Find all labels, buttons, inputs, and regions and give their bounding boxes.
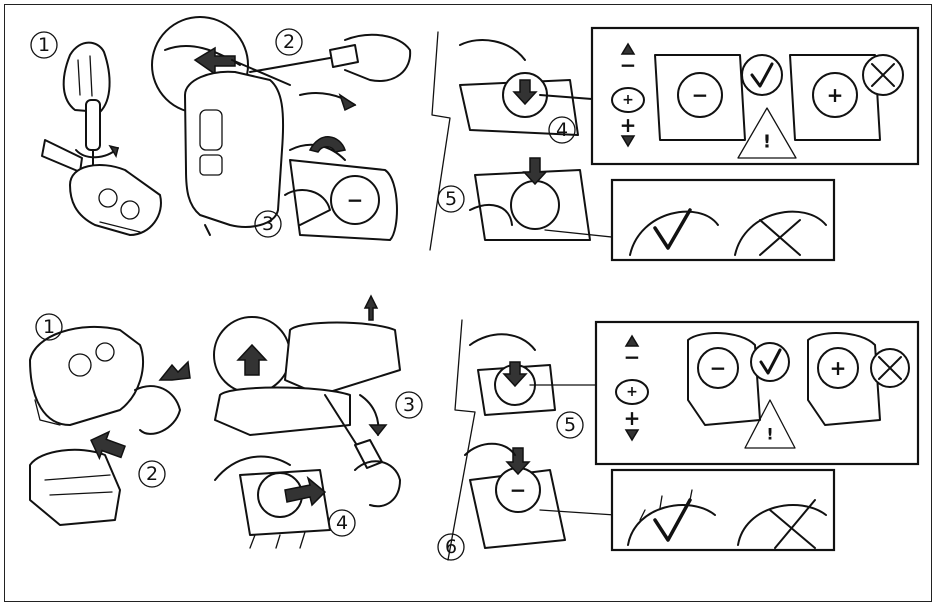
step-badge: 2: [139, 461, 165, 487]
step-number: 4: [336, 512, 348, 534]
bottom-seating-panel: [612, 470, 834, 550]
bottom-step-1-illustration: [30, 327, 190, 434]
section-divider: [448, 320, 475, 560]
arrow-icon: [310, 137, 345, 152]
battery-plus-sign: +: [624, 406, 641, 430]
battery-minus-sign: −: [510, 478, 527, 502]
coin-battery-icon: [511, 181, 559, 229]
step-badge: 1: [36, 314, 62, 340]
top-step-4-illustration: [460, 40, 605, 135]
battery-plus-sign: +: [626, 384, 638, 400]
bottom-step-4-illustration: [215, 457, 330, 548]
step-badge: 6: [438, 534, 464, 560]
step-badge: 1: [31, 32, 57, 58]
key-fob-icon: [42, 140, 161, 235]
step-number: 1: [43, 316, 55, 338]
top-seating-panel: [612, 180, 834, 260]
step-badge: 3: [396, 392, 422, 418]
bottom-step-6-illustration: −: [465, 444, 615, 548]
battery-plus-sign: +: [827, 83, 844, 107]
step-number: 4: [556, 119, 568, 141]
step-number: 1: [38, 34, 50, 56]
step-badge: 5: [557, 412, 583, 438]
step-badge: 2: [276, 29, 302, 55]
bottom-step-2-illustration: [30, 427, 128, 525]
check-mark-icon: [742, 55, 782, 95]
arrow-icon: [160, 362, 190, 380]
step-number: 5: [564, 414, 576, 436]
battery-plus-sign: +: [620, 113, 637, 137]
step-badge: 4: [329, 510, 355, 536]
arrow-icon: [370, 425, 386, 435]
step-number: 3: [262, 213, 274, 235]
key-fob-icon: [185, 72, 283, 227]
svg-text:!: !: [763, 132, 771, 153]
section-divider: [430, 32, 450, 250]
step-number: 3: [403, 394, 415, 416]
hand-icon: [355, 461, 400, 506]
step-number: 5: [445, 188, 457, 210]
battery-minus-sign: −: [624, 345, 641, 369]
battery-minus-sign: −: [710, 356, 727, 380]
step-number: 2: [146, 463, 158, 485]
top-orientation-panel: + − + − ! +: [592, 28, 918, 164]
screwdriver-icon: [250, 45, 358, 72]
arrow-icon: [110, 146, 118, 156]
hand-icon: [135, 386, 180, 434]
bottom-orientation-panel: + − + − ! +: [596, 322, 918, 464]
key-fob-icon: [30, 327, 143, 425]
arrow-icon: [365, 296, 377, 320]
step-number: 6: [445, 536, 457, 558]
battery-minus-sign: −: [347, 188, 364, 212]
check-mark-icon: [751, 343, 789, 381]
battery-minus-sign: −: [620, 53, 637, 77]
battery-plus-sign: +: [622, 92, 634, 108]
svg-text:!: !: [766, 425, 773, 444]
bottom-step-5-illustration: [470, 334, 605, 415]
step-badge: 5: [438, 186, 464, 212]
top-step-3-illustration: −: [285, 137, 397, 240]
battery-minus-sign: −: [692, 83, 709, 107]
top-step-1-illustration: [42, 43, 161, 235]
step-number: 2: [283, 31, 295, 53]
battery-plus-sign: +: [830, 356, 847, 380]
